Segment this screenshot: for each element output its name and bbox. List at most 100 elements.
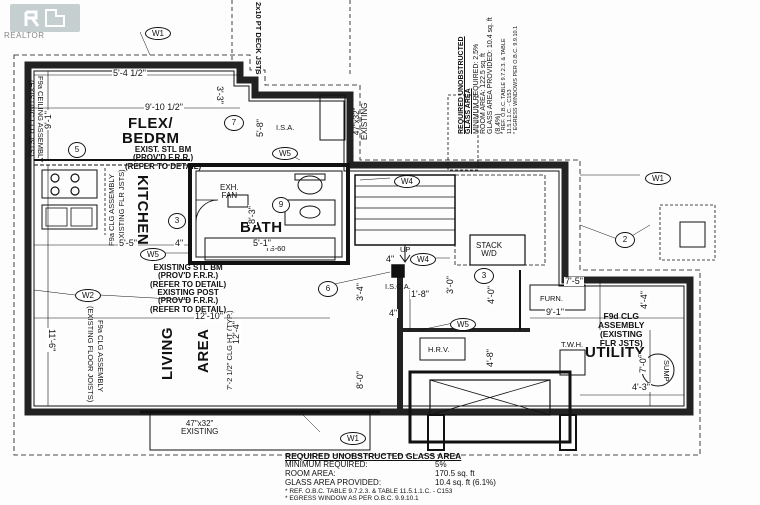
dim-4-in-stair: 4" [385, 254, 396, 264]
room-label-area: AREA [195, 328, 212, 373]
window-size-right: 47"x32" EXISTING [352, 102, 370, 140]
glass-room-value: 170.5 sq. ft [435, 469, 475, 479]
bath-door-swing [195, 199, 219, 223]
f9a-clg-living-sub-note: (EXISTING FLOOR JOISTS) [86, 306, 95, 403]
dim-5-8: 5'-8" [255, 118, 265, 138]
bath-walls [188, 163, 350, 265]
room-label-kitchen: KITCHEN [134, 175, 151, 246]
window-well [408, 370, 572, 444]
dim-3-4: 3'-4" [355, 282, 365, 302]
exist-stl-bm-note: EXIST. STL BM (PROV'D F.R.R.) (REFER TO … [125, 145, 202, 171]
glass-area-title: REQUIRED UNOBSTRUCTED GLASS AREA [285, 451, 462, 461]
dim-9-1-utility: 9'-1" [545, 307, 565, 317]
vanity [284, 199, 336, 226]
dim-4-4: 4'-4" [639, 290, 649, 310]
glass-ref-2: * EGRESS WINDOW AS PER O.B.C. 9.9.10.1 [285, 494, 419, 502]
isca-note: I.S.C.A. [385, 282, 411, 291]
detail-tag-2: 2 [615, 232, 635, 248]
dim-3-3: 3'-3" [215, 85, 225, 105]
twh-label: T.W.H. [561, 340, 584, 349]
kitchen-sink [41, 204, 98, 230]
window-tag-w4-b: W4 [410, 253, 436, 266]
stair-arrow [399, 245, 411, 263]
dim-8-0: 8'-0" [355, 370, 365, 390]
window-tag-w2-left: W2 [75, 289, 101, 302]
detail-tag-9: 9 [272, 197, 290, 213]
window-tag-w5-kitchen: W5 [140, 248, 166, 261]
window-tag-w1-right: W1 [645, 172, 671, 185]
dim-9-1-left: 9'-1" [43, 110, 53, 130]
detail-tag-7: 7 [224, 115, 244, 131]
sink [299, 205, 321, 219]
realtor-logo [10, 4, 80, 32]
living-window [149, 412, 371, 451]
bathtub-label: TS-60 [265, 244, 286, 253]
glass-room-label: ROOM AREA: [285, 469, 336, 479]
window-size-bottom: 47"x32" EXISTING [181, 419, 219, 437]
detail-tag-6: 6 [318, 281, 338, 297]
glass-top-provided-label: GLASS AREA PROVIDED: [487, 49, 495, 134]
dim-7-0: 7'-0" [638, 354, 648, 374]
kitchen-range [41, 169, 98, 199]
dim-4-8: 4'-8" [485, 348, 495, 368]
dim-1-8: 1'-8" [410, 289, 430, 299]
hrv [419, 337, 466, 361]
exhaust-fan [227, 194, 249, 208]
detail-tag-3-kitchen: 3 [168, 213, 186, 229]
dim-11-6: 11'-6" [47, 328, 57, 353]
glass-provided-value: 10.4 sq. ft (6.1%) [435, 477, 496, 487]
dim-5-5: 5'-5" [118, 238, 138, 248]
dim-3-0: 3'-0" [445, 275, 455, 295]
sump-label: SUMP [662, 360, 671, 382]
glass-top-min-label: MINIMUM REQUIRED: [472, 61, 480, 134]
dim-5-1: 5'-1" [252, 238, 272, 248]
f9d-clg-assembly-note: F9d CLG ASSEMBLY (EXISTING FLR JSTS) [598, 311, 645, 348]
glass-area-table-living: REQUIRED UNOBSTRUCTED GLASS AREA MINIMUM… [285, 451, 585, 502]
toilet [297, 175, 323, 195]
dim-12-10: 12'-10" [194, 311, 224, 321]
room-label-bedrm: BEDRM [122, 130, 180, 147]
glass-area-title-top: REQUIRED UNOBSTRUCTED GLASS AREA [458, 36, 473, 134]
realtor-logo-text: REALTOR [4, 31, 45, 40]
f9a-clg-living-note: F9a CLG ASSEMBLY [96, 320, 105, 392]
bathtub [204, 237, 336, 261]
window-tag-w5-mid: W5 [450, 318, 476, 331]
stack-washer-dryer-label: STACK W/D [476, 241, 503, 259]
dim-4-0: 4'-0" [486, 285, 496, 305]
window-tag-w5-bath: W5 [272, 147, 298, 160]
toilet-tank [294, 173, 326, 181]
bath-walls-inner [195, 170, 343, 258]
glass-top-room-value: 122.5 sq. ft [480, 53, 488, 88]
dim-4-in-mid: 4" [388, 308, 399, 318]
glass-min-label: MINIMUM REQUIRED: [285, 460, 368, 470]
right-fixture [679, 221, 706, 248]
glass-area-table-bedroom: REQUIRED UNOBSTRUCTED GLASS AREA MINIMUM… [458, 14, 519, 134]
room-label-flex: FLEX/ [128, 115, 174, 132]
glass-min-value: 5% [435, 460, 447, 470]
deck-joists-note: 2x10 PT DECK JSTS [254, 2, 263, 75]
f9a-clg-kitchen-sub-note: (EXISTING FLR JSTS) [117, 169, 126, 246]
isa-note: I.S.A. [276, 123, 295, 132]
dim-12-4: 12'-4" [231, 320, 241, 345]
window-tag-w1-bottom: W1 [340, 432, 366, 445]
window-tag-w4-a: W4 [394, 175, 420, 188]
outer-dashed-boundary [13, 54, 701, 456]
dim-9-10-half: 9'-10 1/2" [144, 102, 184, 112]
existing-post-note: EXISTING POST (PROV'D F.R.R.) (REFER TO … [150, 288, 227, 314]
f9a-ceiling-sub-note: (EXISTING FLR JSTS) [27, 80, 36, 157]
glass-top-min-value: 2.5% [472, 43, 480, 60]
glass-top-ref-1: * REF. O.B.C. TABLE 9.7.2.3. & TABLE 11.… [501, 38, 513, 134]
glass-provided-label: GLASS AREA PROVIDED: [285, 477, 382, 487]
dim-5-4-half: 5'-4 1/2" [112, 68, 147, 78]
stair-up-label: UP [400, 245, 411, 254]
detail-tag-5: 5 [68, 142, 86, 158]
glass-top-ref-2: * EGRESS WINDOWS PER O.B.C. 9.9.10.1 [512, 25, 519, 134]
existing-post [391, 264, 405, 278]
exhaust-fan-label: EXH. FAN [220, 183, 239, 201]
dim-4-in-kitchen: 4" [174, 238, 185, 248]
window-tag-w1-top: W1 [145, 27, 171, 40]
dim-7-5: 7'-5" [564, 276, 584, 286]
detail-tag-3-stair: 3 [474, 268, 494, 284]
